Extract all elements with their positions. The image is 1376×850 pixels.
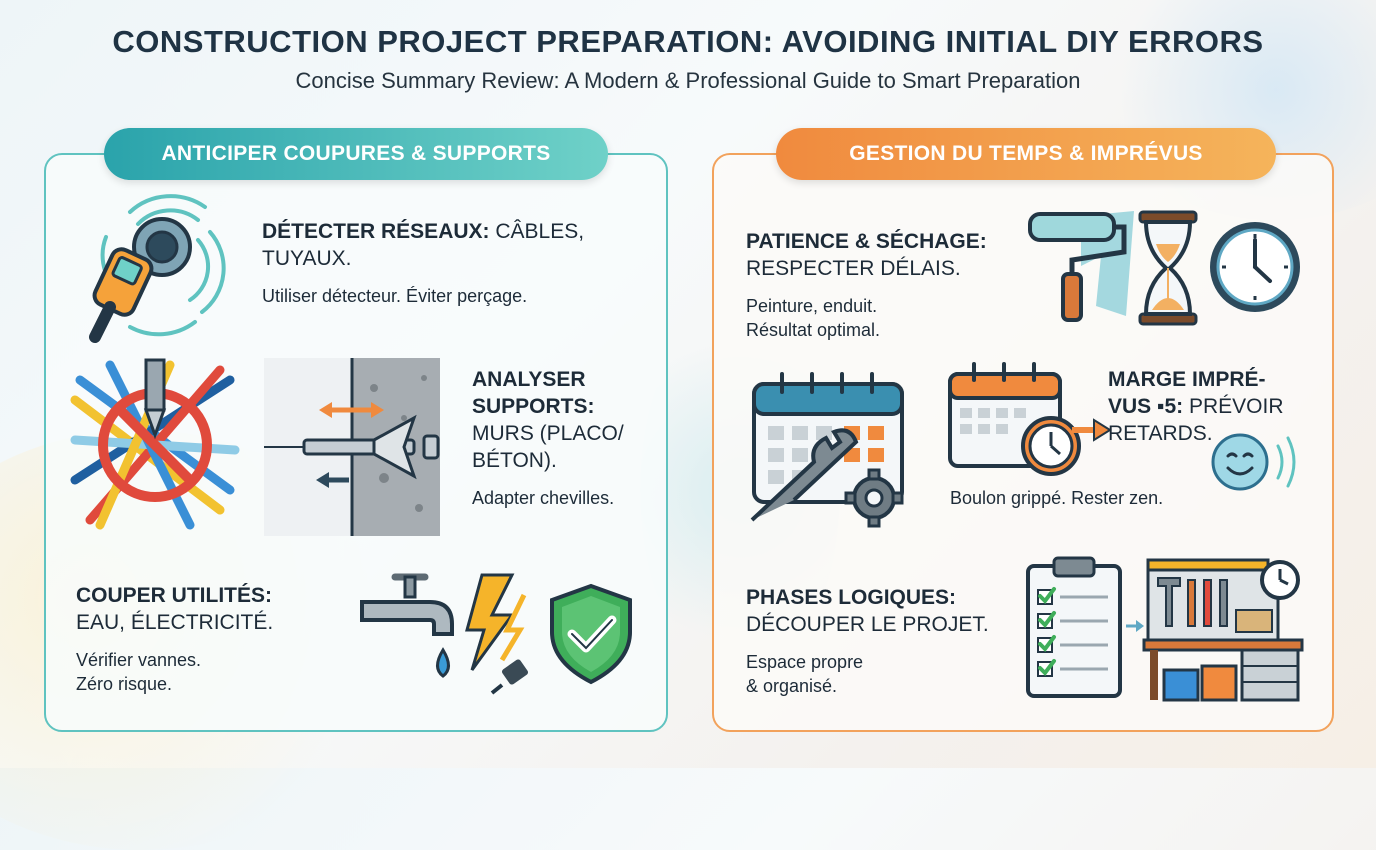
page-subtitle: Concise Summary Review: A Modern & Profe… xyxy=(295,68,1081,93)
left-item-3-desc-line2: Zéro risque. xyxy=(76,674,173,694)
left-item-1: DÉTECTER RÉSEAUX: CÂBLES, TUYAUX. Utilis… xyxy=(262,218,642,308)
lightning-plug-icon xyxy=(465,573,528,695)
right-panel-header: GESTION DU TEMPS & IMPRÉVUS xyxy=(776,128,1276,180)
right-item-1-heading-rest: RESPECTER DÉLAIS. xyxy=(746,257,961,280)
right-item-2-heading-line2b: ▪5: xyxy=(1157,395,1184,418)
left-item-1-heading: DÉTECTER RÉSEAUX: xyxy=(262,220,490,243)
right-item-1: PATIENCE & SÉCHAGE: RESPECTER DÉLAIS. Pe… xyxy=(746,228,1036,342)
right-item-3-heading: PHASES LOGIQUES: xyxy=(746,586,957,609)
left-item-2-desc: Adapter chevilles. xyxy=(472,488,615,508)
right-item-2-desc-block: Boulon grippé. Rester zen. xyxy=(950,474,1290,510)
calendar-wrench-icon xyxy=(750,372,904,528)
right-item-2-heading-rest: PRÉVOIR xyxy=(1183,395,1284,418)
right-item-1-heading: PATIENCE & SÉCHAGE: xyxy=(746,230,987,253)
right-item-2-desc: Boulon grippé. Rester zen. xyxy=(950,488,1164,508)
wall-anchor-icon xyxy=(264,358,440,536)
shield-check-icon xyxy=(550,583,632,685)
workbench-tools-icon xyxy=(1126,558,1304,702)
left-item-3-heading-rest: EAU, ÉLECTRICITÉ. xyxy=(76,611,274,634)
paint-roller-icon xyxy=(1028,211,1134,322)
page-title: CONSTRUCTION PROJECT PREPARATION: AVOIDI… xyxy=(112,24,1264,59)
left-item-2: ANALYSER SUPPORTS: MURS (PLACO/ BÉTON). … xyxy=(472,366,652,510)
right-item-3: PHASES LOGIQUES: DÉCOUPER LE PROJET. Esp… xyxy=(746,584,1016,698)
smiley-face-icon xyxy=(1211,433,1296,491)
clock-icon xyxy=(1210,222,1300,312)
faucet-icon xyxy=(360,573,454,678)
left-item-2-heading: ANALYSER SUPPORTS: xyxy=(472,368,595,418)
left-item-1-desc: Utiliser détecteur. Éviter perçage. xyxy=(262,286,528,306)
left-item-3-desc-line1: Vérifier vannes. xyxy=(76,650,202,670)
left-item-3-heading: COUPER UTILITÉS: xyxy=(76,584,273,607)
right-item-1-desc-line1: Peinture, enduit. xyxy=(746,296,878,316)
left-item-1-heading-rest: CÂBLES, TUYAUX. xyxy=(262,220,585,270)
no-drill-pipes-icon xyxy=(70,358,240,530)
left-panel-header: ANTICIPER COUPURES & SUPPORTS xyxy=(104,128,608,180)
left-item-2-heading-rest: MURS (PLACO/ BÉTON). xyxy=(472,422,624,472)
right-item-2-heading-line1: MARGE IMPRÉ- xyxy=(1108,368,1266,391)
right-item-1-desc-line2: Résultat optimal. xyxy=(746,320,881,340)
hourglass-icon xyxy=(1138,210,1198,326)
network-detector-icon xyxy=(89,194,226,343)
right-item-2-heading-line2a: VUS xyxy=(1108,395,1158,418)
left-item-3: COUPER UTILITÉS: EAU, ÉLECTRICITÉ. Vérif… xyxy=(76,582,346,696)
right-item-3-heading-rest: DÉCOUPER LE PROJET. xyxy=(746,613,989,636)
checklist-clipboard-icon xyxy=(1026,556,1122,698)
right-item-2: MARGE IMPRÉ- VUS ▪5: PRÉVOIR RETARDS. xyxy=(1108,366,1308,447)
right-item-2-heading-line3: RETARDS. xyxy=(1108,422,1213,445)
right-item-3-desc-line2: & organisé. xyxy=(746,676,838,696)
calendar-clock-icon xyxy=(948,362,1112,476)
right-item-3-desc-line1: Espace propre xyxy=(746,652,864,672)
